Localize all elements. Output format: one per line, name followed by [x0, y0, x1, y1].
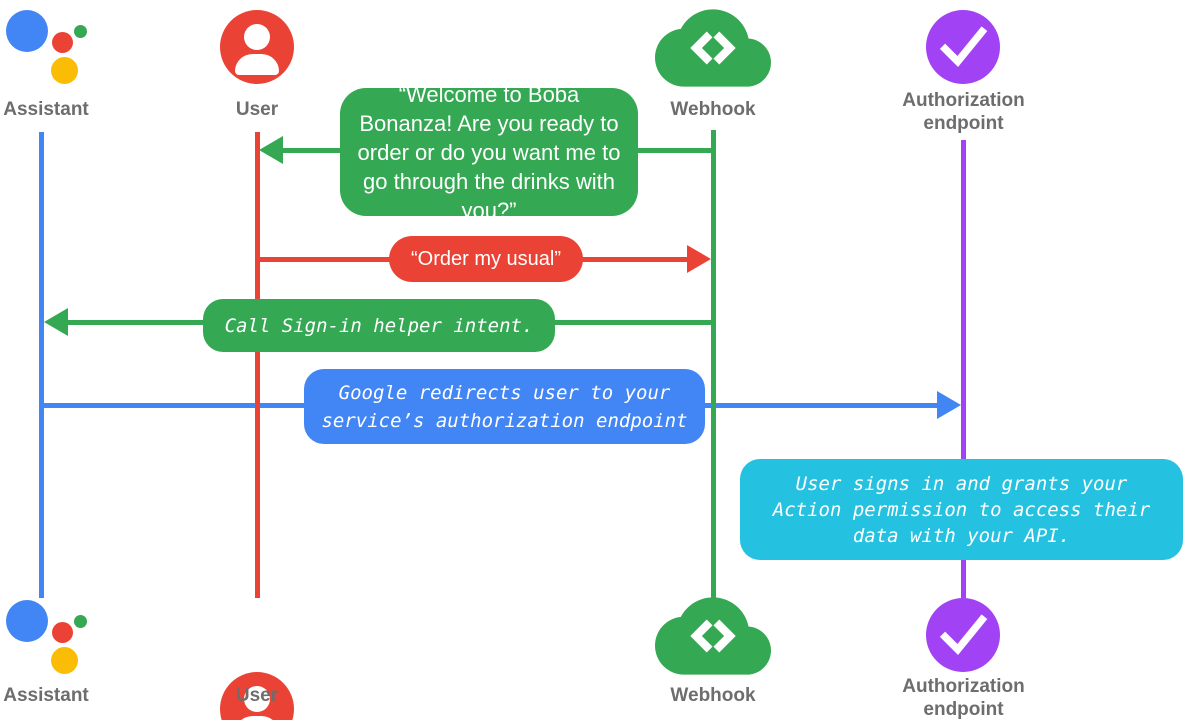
logo-red-circle [52, 622, 73, 643]
webhook-lifeline [711, 130, 716, 598]
user-lifeline [255, 132, 260, 598]
arrowhead-left-icon [44, 308, 68, 336]
arrowhead-left-icon [259, 136, 283, 164]
assistant-label-top: Assistant [3, 99, 89, 120]
auth-endpoint-lifeline [961, 140, 966, 598]
logo-green-circle [74, 615, 87, 628]
logo-green-circle [74, 25, 87, 38]
google-assistant-logo-icon [0, 590, 95, 685]
message-order-text: “Order my usual” [410, 247, 562, 270]
arrowhead-right-icon [937, 391, 961, 419]
person-icon [220, 10, 294, 84]
webhook-label-top: Webhook [670, 99, 756, 120]
user-label-bottom: User [235, 685, 279, 706]
checkmark-circle-icon [926, 10, 1000, 89]
cloud-code-icon [655, 597, 771, 680]
assistant-label-bottom: Assistant [3, 685, 89, 706]
logo-red-circle [52, 32, 73, 53]
message-redirect-text: Google redirects user to your service’s … [321, 381, 688, 432]
cloud-code-icon [655, 9, 771, 92]
auth-endpoint-label-top: Authorization endpoint [893, 89, 1034, 135]
arrowhead-right-icon [687, 245, 711, 273]
user-label-top: User [235, 99, 279, 120]
auth-label-line2: endpoint [923, 699, 1004, 720]
auth-label-line2: endpoint [923, 113, 1004, 134]
message-redirect: Google redirects user to your service’s … [304, 369, 705, 444]
message-signin-intent-text: Call Sign-in helper intent. [224, 314, 534, 337]
person-head [244, 24, 270, 50]
webhook-label-bottom: Webhook [670, 685, 756, 706]
auth-endpoint-label-bottom: Authorization endpoint [893, 675, 1034, 720]
note-user-signs-in-text: User signs in and grants your Action per… [772, 472, 1151, 547]
person-shoulders [235, 716, 279, 720]
google-assistant-logo-icon [0, 0, 95, 95]
auth-label-line1: Authorization [902, 676, 1025, 697]
auth-label-line1: Authorization [902, 90, 1025, 111]
logo-blue-circle [6, 10, 48, 52]
logo-yellow-circle [51, 57, 78, 84]
message-signin-intent: Call Sign-in helper intent. [203, 299, 555, 352]
logo-yellow-circle [51, 647, 78, 674]
checkmark-circle-icon [926, 598, 1000, 677]
person-shoulders [235, 54, 279, 75]
message-welcome-text: “Welcome to Boba Bonanza! Are you ready … [357, 81, 621, 223]
person-head [244, 686, 270, 712]
message-welcome: “Welcome to Boba Bonanza! Are you ready … [340, 82, 638, 223]
assistant-lifeline [39, 132, 44, 598]
logo-blue-circle [6, 600, 48, 642]
message-order: “Order my usual” [389, 236, 583, 282]
note-user-signs-in: User signs in and grants your Action per… [740, 459, 1183, 560]
